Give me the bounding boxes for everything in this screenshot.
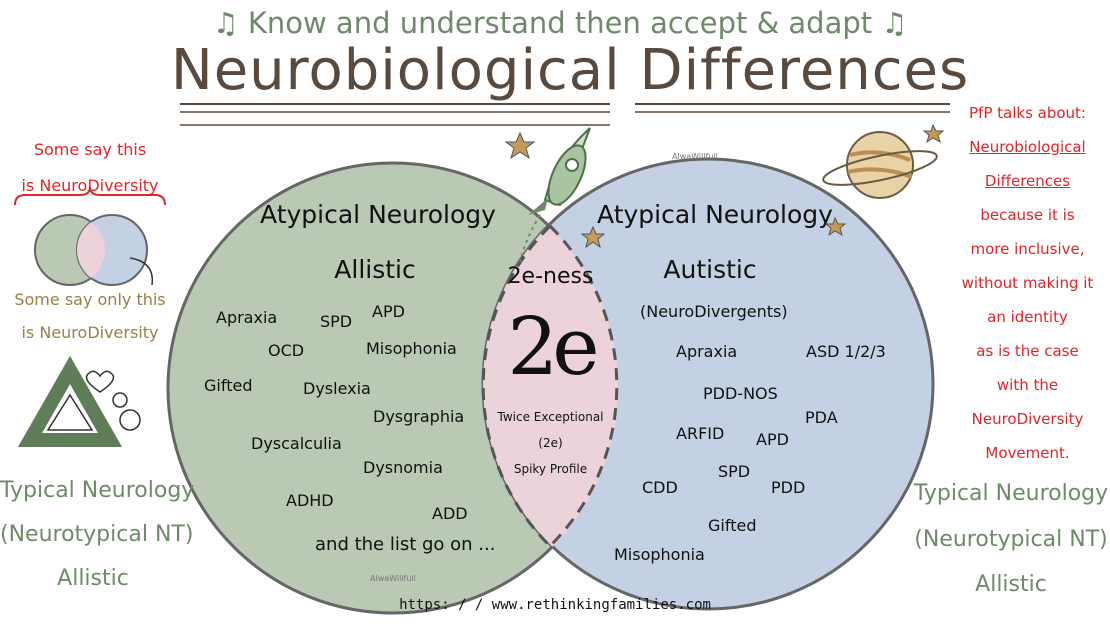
right-item: Misophonia bbox=[614, 545, 705, 564]
pfp-line: an identity bbox=[987, 308, 1068, 326]
pfp-line: Differences bbox=[984, 172, 1071, 190]
saturn-icon bbox=[822, 131, 938, 199]
pfp-line: with the bbox=[996, 376, 1059, 394]
watermark: AlwaWillfull bbox=[370, 574, 416, 583]
pfp-line: Movement. bbox=[985, 444, 1070, 462]
some-say-line-1: Some say this bbox=[33, 140, 147, 159]
pfp-line: because it is bbox=[980, 206, 1075, 224]
left-item: Dysgraphia bbox=[373, 407, 465, 426]
penrose-triangle-icon bbox=[17, 355, 123, 447]
right-item: ARFID bbox=[676, 424, 725, 443]
typical-left-line-2: (Neurotypical NT) bbox=[0, 522, 194, 547]
overlap-boundary bbox=[481, 224, 552, 548]
right-item: PDA bbox=[805, 408, 838, 427]
typical-right-line-3: Allistic bbox=[975, 572, 1047, 597]
overlap-boundary bbox=[548, 224, 619, 548]
some-say-only-line-2: is NeuroDiversity bbox=[21, 323, 159, 342]
left-item: Apraxia bbox=[216, 308, 278, 327]
pfp-line: Neurobiological bbox=[969, 138, 1086, 156]
footer-url: https: / / www.rethinkingfamilies.com bbox=[399, 597, 711, 613]
left-item: Dysnomia bbox=[363, 458, 443, 477]
left-item: Dyslexia bbox=[303, 379, 371, 398]
subtitle-text: Know and understand then accept & adapt bbox=[247, 6, 873, 40]
right-item: PDD-NOS bbox=[703, 384, 778, 403]
mini-overlap bbox=[77, 222, 105, 278]
left-subheading: Allistic bbox=[334, 255, 416, 284]
pfp-line: as is the case bbox=[976, 342, 1079, 360]
typical-left-line-1: Typical Neurology bbox=[0, 478, 195, 503]
left-item: Gifted bbox=[204, 376, 253, 395]
overlap-line: Twice Exceptional bbox=[497, 410, 604, 424]
right-item: ASD 1/2/3 bbox=[806, 342, 886, 361]
star-icon bbox=[922, 123, 945, 144]
right-note: (NeuroDivergents) bbox=[640, 302, 788, 321]
typical-right-line-2: (Neurotypical NT) bbox=[914, 527, 1108, 552]
right-item: SPD bbox=[718, 462, 751, 481]
typical-right-line-1: Typical Neurology bbox=[913, 481, 1109, 506]
left-item: Misophonia bbox=[366, 339, 457, 358]
left-item: ADD bbox=[432, 504, 468, 523]
typical-left-line-3: Allistic bbox=[57, 566, 129, 591]
right-item: Gifted bbox=[708, 516, 757, 535]
star-icon bbox=[504, 131, 536, 160]
subtitle: ♫ Know and understand then accept & adap… bbox=[180, 6, 940, 40]
planet-icon bbox=[112, 392, 128, 408]
pfp-line: without making it bbox=[961, 274, 1094, 292]
star-icon bbox=[824, 216, 847, 237]
left-item: ADHD bbox=[286, 491, 334, 510]
page-title: Neurobiological Differences bbox=[170, 38, 970, 103]
music-note-icon: ♫ bbox=[212, 6, 239, 40]
pfp-line: more inclusive, bbox=[970, 240, 1085, 258]
pfp-note: PfP talks about: Neurobiological Differe… bbox=[945, 96, 1110, 470]
pfp-line: NeuroDiversity bbox=[971, 410, 1084, 428]
pfp-line: PfP talks about: bbox=[969, 104, 1086, 122]
overlap-line: (2e) bbox=[538, 436, 563, 450]
star-icon bbox=[580, 225, 606, 249]
overlap-heading: 2e-ness bbox=[507, 264, 594, 289]
right-item: APD bbox=[756, 430, 789, 449]
arrow-icon bbox=[129, 257, 154, 286]
some-say-line-2: is NeuroDiversity bbox=[21, 176, 159, 195]
planet-icon bbox=[119, 409, 141, 431]
right-subheading: Autistic bbox=[663, 255, 757, 284]
left-item: OCD bbox=[268, 341, 305, 360]
left-heading: Atypical Neurology bbox=[260, 200, 496, 229]
brace-icon bbox=[14, 186, 166, 206]
left-item: Dyscalculia bbox=[251, 434, 342, 453]
watermark: AlwaWillfull bbox=[672, 152, 718, 161]
right-heading: Atypical Neurology bbox=[597, 200, 833, 229]
music-note-icon: ♫ bbox=[881, 6, 908, 40]
right-item: PDD bbox=[771, 478, 806, 497]
overlap-line: Spiky Profile bbox=[513, 462, 588, 476]
left-item: APD bbox=[372, 302, 405, 321]
heart-icon bbox=[85, 370, 115, 393]
right-item: CDD bbox=[642, 478, 678, 497]
right-item: Apraxia bbox=[676, 342, 738, 361]
2e-logo: 2e bbox=[507, 300, 599, 393]
left-item: SPD bbox=[320, 312, 353, 331]
some-say-only-line-1: Some say only this bbox=[14, 290, 166, 309]
list-go-on: and the list go on ... bbox=[315, 534, 496, 555]
rocket-icon bbox=[519, 127, 591, 263]
